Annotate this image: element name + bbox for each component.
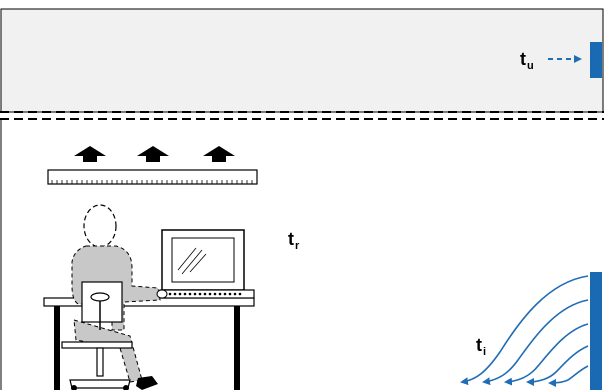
chair bbox=[61, 281, 133, 390]
airflow-stream-5 bbox=[548, 365, 589, 387]
ceiling-panel-ticks bbox=[51, 180, 253, 184]
keyboard-key bbox=[233, 292, 237, 296]
keyboard-key bbox=[178, 292, 182, 296]
airflow-streams bbox=[460, 275, 589, 387]
keyboard-key bbox=[173, 292, 177, 296]
label-upper-base: t bbox=[520, 49, 526, 69]
person-legs bbox=[73, 319, 143, 383]
ceiling-zone bbox=[0, 8, 604, 113]
label-room-temperature: tr bbox=[288, 229, 299, 252]
keyboard-key bbox=[218, 292, 222, 296]
up-arrow-icon bbox=[203, 146, 235, 162]
keyboard-key bbox=[183, 292, 187, 296]
up-arrow-icon bbox=[137, 146, 169, 162]
keyboard-key bbox=[238, 292, 242, 296]
keyboard-key bbox=[203, 292, 207, 296]
airflow-stream-2 bbox=[482, 299, 589, 386]
person-head bbox=[83, 204, 117, 248]
label-inlet-temperature: ti bbox=[476, 335, 486, 358]
keyboard-dots bbox=[168, 292, 242, 296]
wall-radiator bbox=[590, 272, 602, 390]
keyboard-key bbox=[208, 292, 212, 296]
keyboard-key bbox=[228, 292, 232, 296]
label-upper-sub: u bbox=[527, 60, 534, 72]
person-shoe bbox=[136, 376, 158, 390]
keyboard-key bbox=[188, 292, 192, 296]
keyboard-key bbox=[198, 292, 202, 296]
keyboard-key bbox=[193, 292, 197, 296]
label-inlet-base: t bbox=[476, 335, 482, 355]
label-room-base: t bbox=[288, 229, 294, 249]
airflow-stream-3 bbox=[504, 323, 589, 386]
keyboard-key bbox=[213, 292, 217, 296]
keyboard-key bbox=[223, 292, 227, 296]
airflow-stream-4 bbox=[526, 345, 589, 386]
upper-outlet-panel bbox=[590, 42, 602, 78]
airflow-stream-1 bbox=[460, 275, 589, 386]
label-inlet-sub: i bbox=[483, 346, 487, 358]
label-room-sub: r bbox=[295, 240, 300, 252]
label-upper-temperature: tu bbox=[520, 49, 534, 72]
up-arrow-icon bbox=[74, 146, 106, 162]
ceiling-panel bbox=[47, 169, 258, 185]
person-hand bbox=[156, 289, 168, 299]
keyboard-key bbox=[168, 292, 172, 296]
laptop bbox=[159, 229, 255, 299]
